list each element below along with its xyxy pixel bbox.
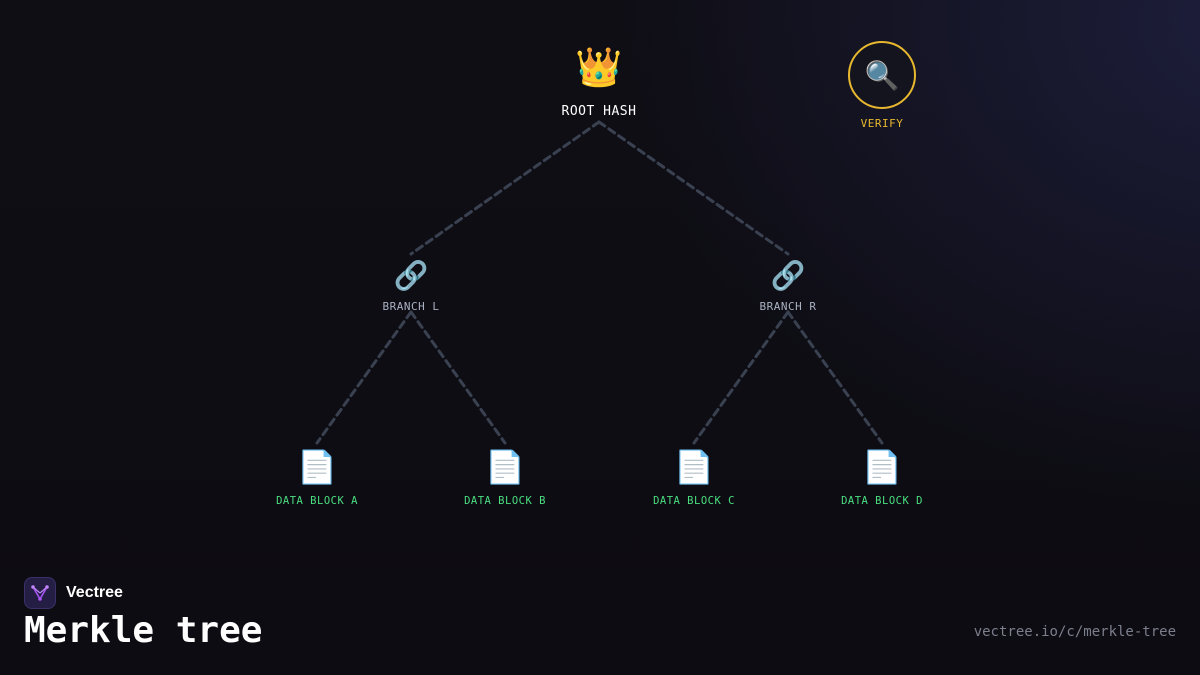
leaf-node-a: 📄 DATA BLOCK A: [276, 451, 358, 507]
link-icon: 🔗: [393, 259, 429, 292]
brand-name: Vectree: [66, 584, 123, 601]
leaf-label-b: DATA BLOCK B: [464, 495, 546, 507]
verify-badge[interactable]: 🔍: [848, 41, 916, 109]
edge-branch-r-block-c: [692, 310, 790, 445]
leaf-label-c: DATA BLOCK C: [653, 495, 735, 507]
vectree-logo-icon: [24, 577, 56, 609]
verify-node[interactable]: 🔍 VERIFY: [848, 41, 916, 130]
branch-label-r: BRANCH R: [759, 300, 817, 313]
page-title: Merkle tree: [24, 610, 263, 651]
brand[interactable]: Vectree: [24, 577, 123, 609]
leaf-node-c: 📄 DATA BLOCK C: [653, 451, 735, 507]
magnifier-icon: 🔍: [864, 58, 900, 92]
root-node: 👑 ROOT HASH: [562, 48, 637, 119]
link-icon: 🔗: [770, 259, 806, 292]
document-icon: 📄: [297, 448, 337, 486]
root-label: ROOT HASH: [561, 104, 637, 119]
edge-root-branch-r: [597, 120, 790, 256]
branch-node-r: 🔗 BRANCH R: [759, 259, 817, 314]
edge-branch-l-block-b: [409, 310, 507, 445]
edge-branch-l-block-a: [315, 310, 413, 445]
branch-label-l: BRANCH L: [382, 300, 440, 313]
edge-root-branch-l: [409, 120, 601, 256]
crown-icon: 👑: [575, 45, 623, 89]
document-icon: 📄: [862, 448, 902, 486]
edge-branch-r-block-d: [786, 310, 884, 445]
leaf-label-a: DATA BLOCK A: [276, 495, 358, 507]
leaf-node-b: 📄 DATA BLOCK B: [464, 451, 546, 507]
page-url[interactable]: vectree.io/c/merkle-tree: [973, 624, 1176, 640]
document-icon: 📄: [485, 448, 525, 486]
branch-node-l: 🔗 BRANCH L: [382, 259, 440, 314]
leaf-node-d: 📄 DATA BLOCK D: [841, 451, 923, 507]
leaf-label-d: DATA BLOCK D: [841, 495, 923, 507]
document-icon: 📄: [674, 448, 714, 486]
verify-label: VERIFY: [860, 117, 904, 130]
